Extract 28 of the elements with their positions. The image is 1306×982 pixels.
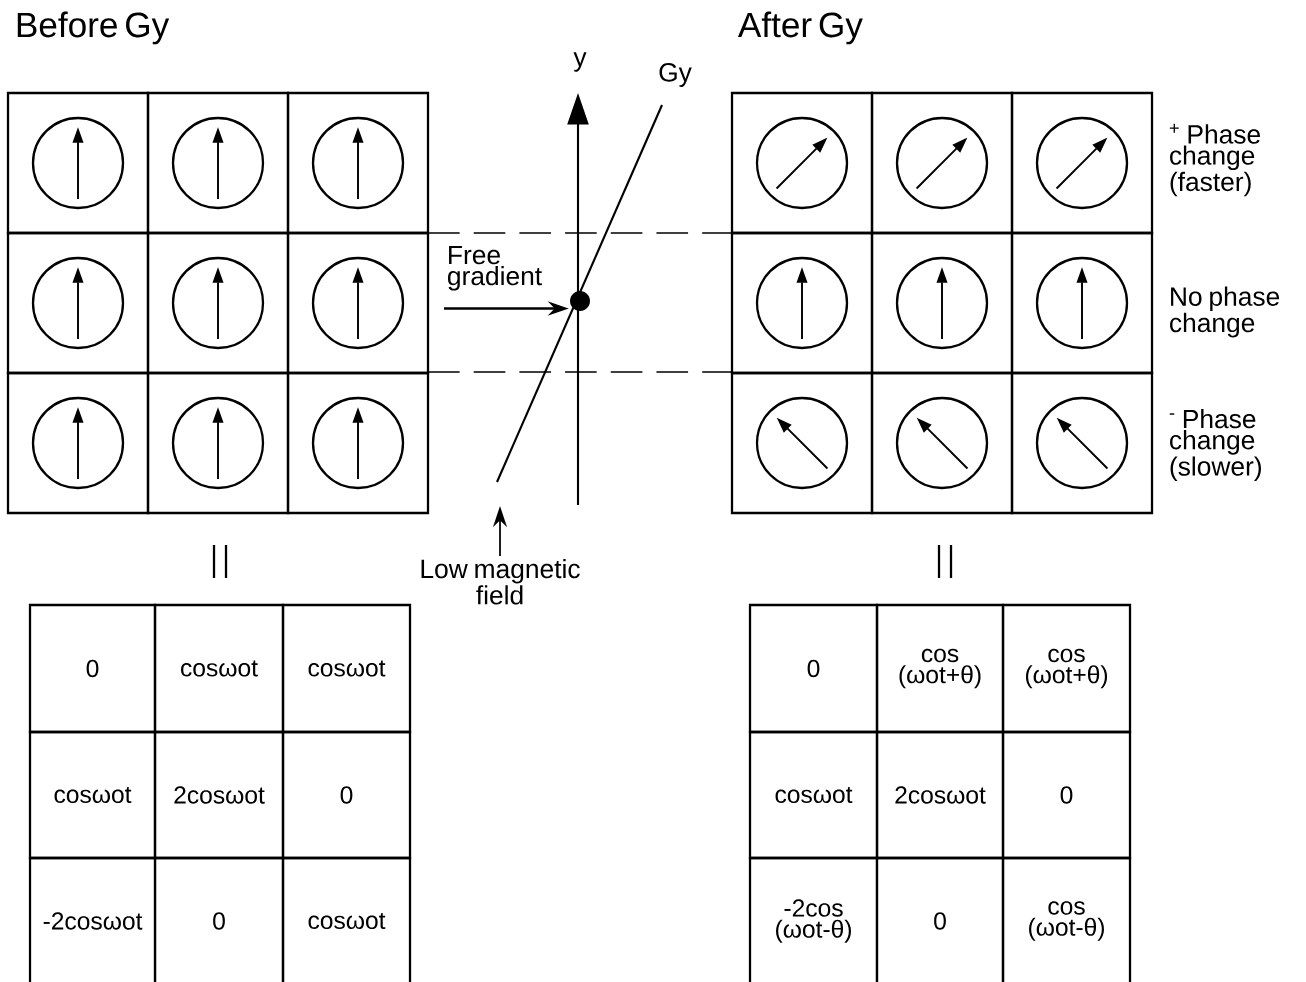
table-cell: 2cosωot [153,730,285,860]
table-cell: 0 [28,603,157,734]
table-cell: 0 [875,856,1005,982]
table-cell: 2cosωot [875,730,1005,860]
table-cell: 0 [281,730,412,860]
table-cell: 0 [1001,730,1132,860]
table-cell: cosωot [748,730,879,860]
table-cell: cos (ωot+θ) [875,603,1005,734]
axis-label: y [573,52,587,72]
annotation-text: $^{+}$ Phase change (faster) [1169,123,1260,197]
table-cell: cosωot [153,603,285,734]
axis-label: Gy [659,63,692,87]
annotation-text: Free gradient [448,245,542,291]
table-cell: cosωot [281,856,412,982]
heading: Before Gy [17,11,170,45]
table-cell: 0 [153,856,285,982]
table-cell: cos (ωot+θ) [1001,603,1132,734]
table-cell: cos (ωot-θ) [1001,856,1132,982]
annotation-text: No phase change [1170,286,1280,338]
table-cell: cosωot [28,730,157,860]
annotation-text: Low magnetic field [421,558,580,605]
table-cell: -2cos (ωot-θ) [748,856,879,982]
pivot-dot [570,291,590,311]
annotation-text: $^{-}$ Phase change (slower) [1169,409,1261,481]
table-cell: cosωot [281,603,412,734]
heading: After Gy [737,11,863,45]
table-cell: 0 [748,603,879,734]
table-cell: -2cosωot [28,856,157,982]
